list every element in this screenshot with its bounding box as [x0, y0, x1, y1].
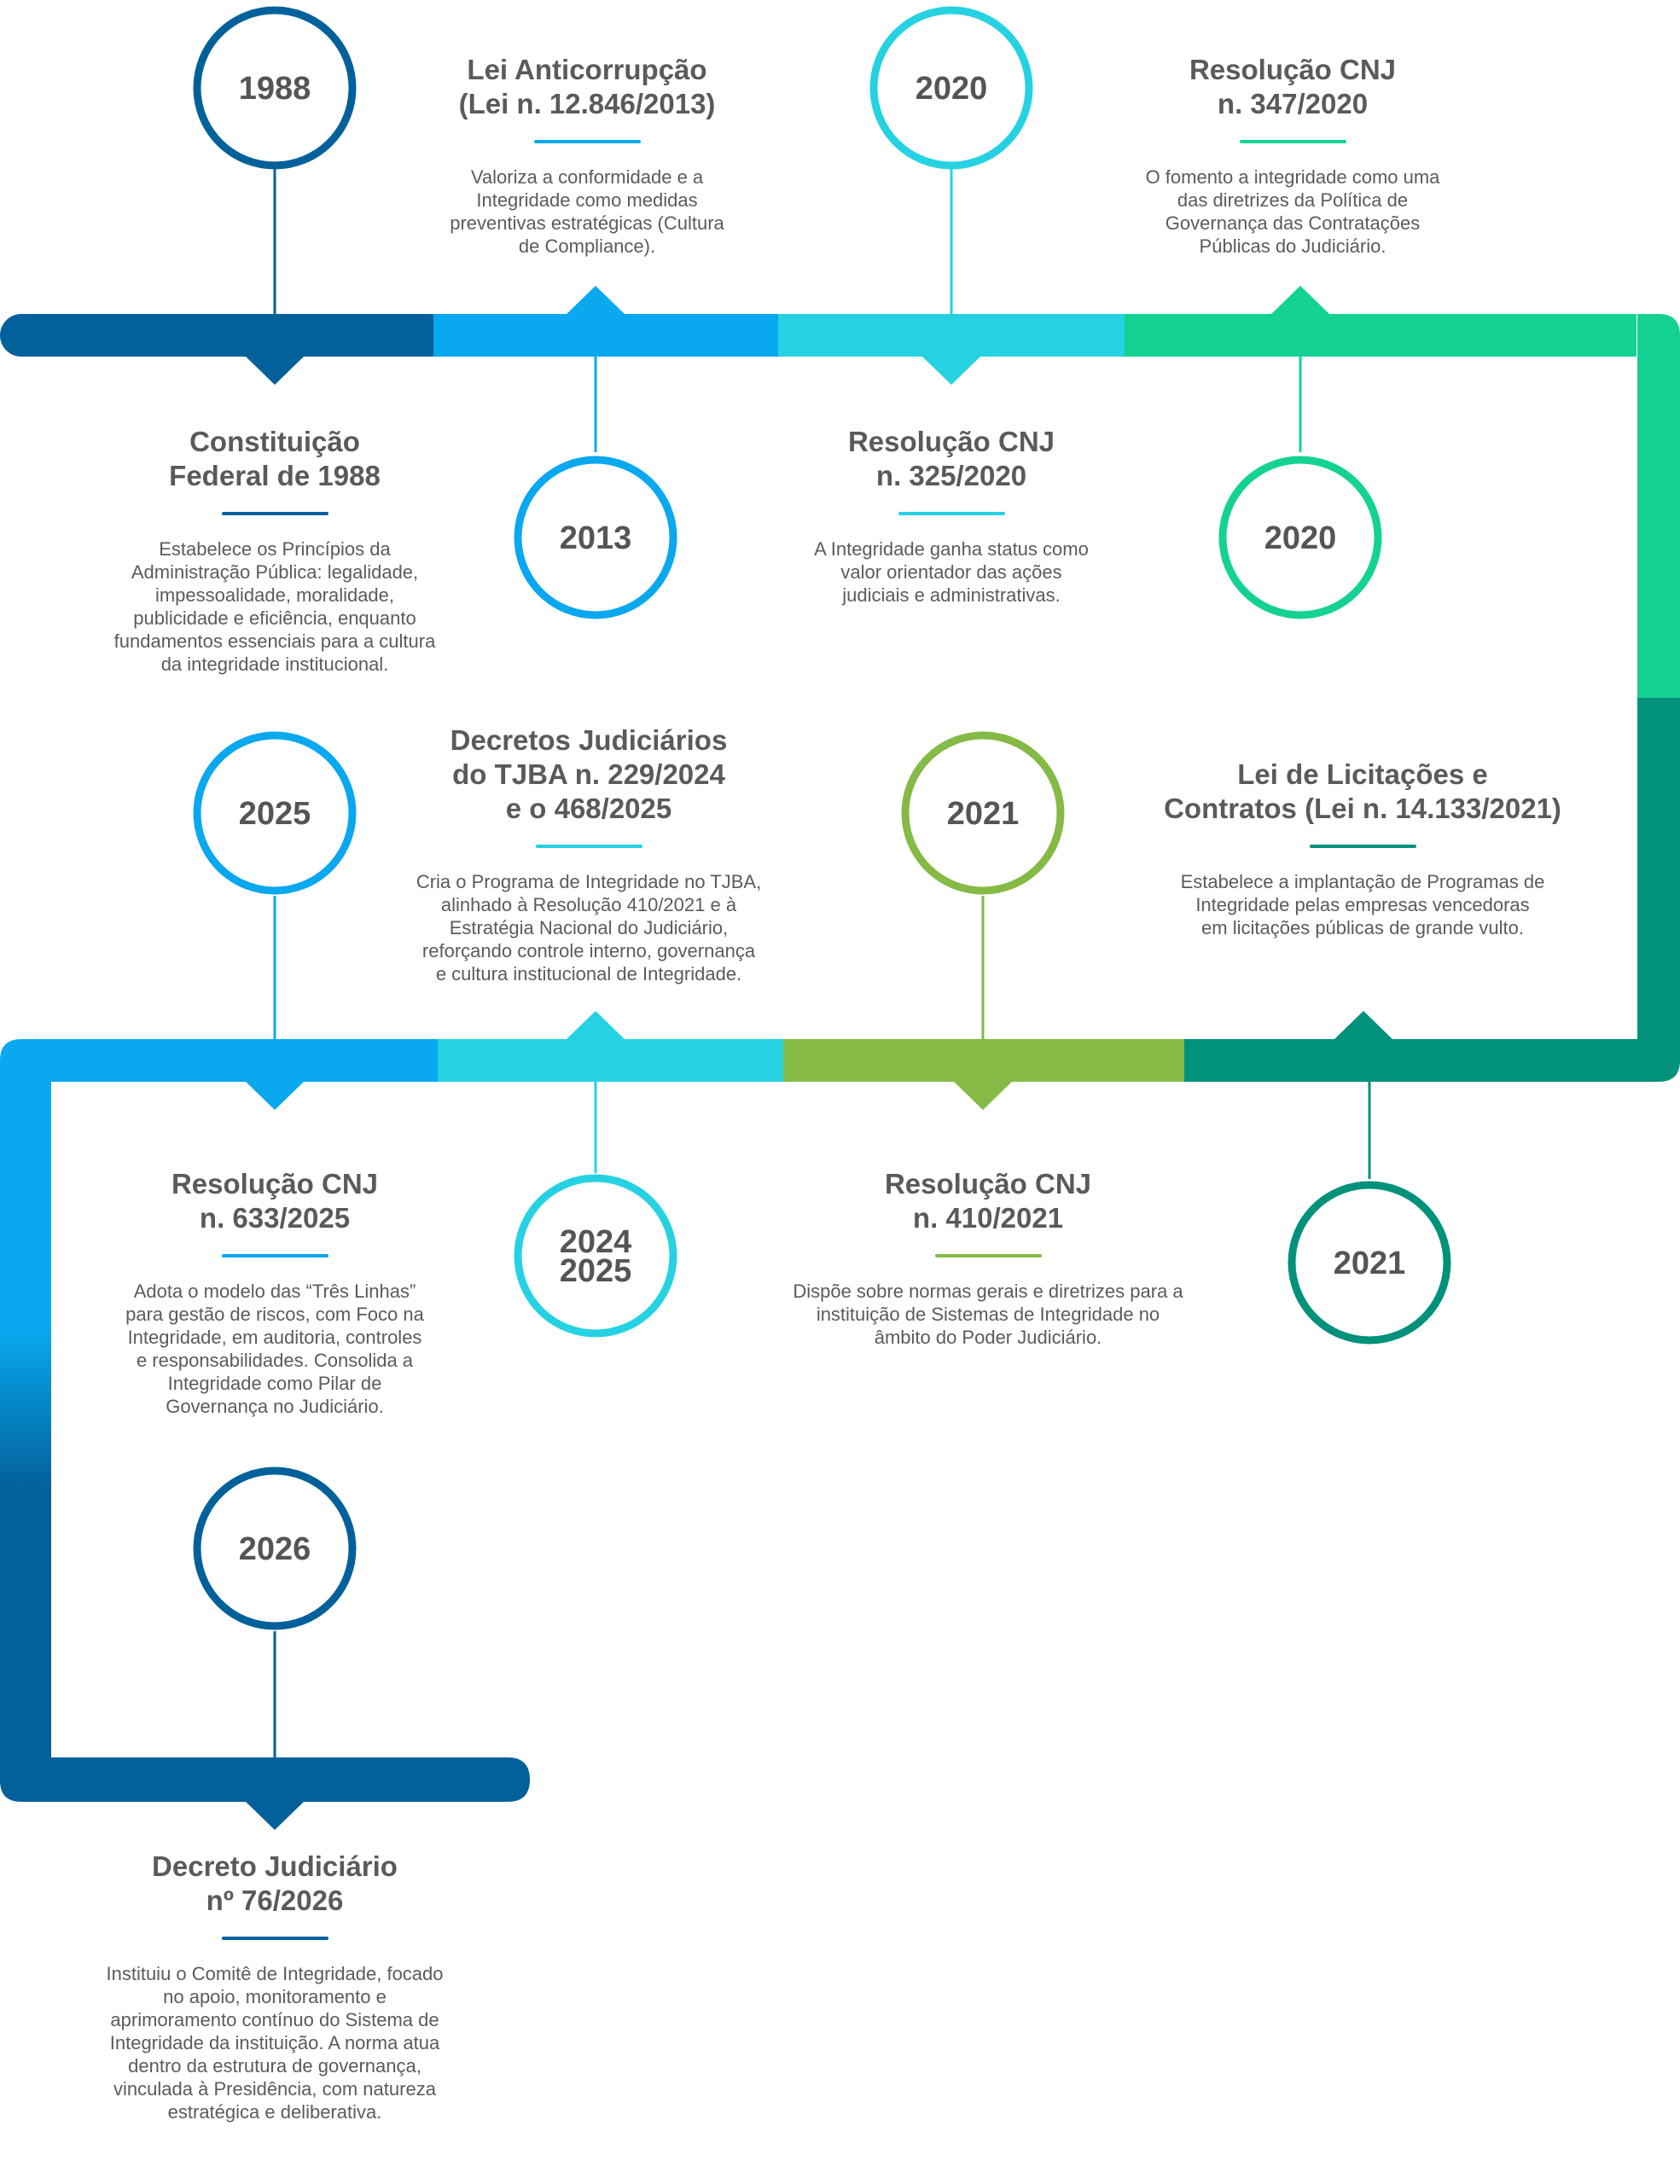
event-title-underline: [221, 512, 328, 515]
event-title-underline: [898, 512, 1005, 515]
year-label: 2021: [947, 796, 1020, 832]
year-node: 2025: [193, 731, 357, 895]
event-lei-anticorrupcao-2013: Lei Anticorrupção (Lei n. 12.846/2013) V…: [387, 53, 788, 258]
event-title: Resolução CNJ n. 325/2020: [847, 426, 1055, 491]
event-resolucao-633-2025: Resolução CNJ n. 633/2025 Adota o modelo…: [91, 1167, 458, 1418]
event-description: Estabelece a implantação de Programas de…: [1180, 871, 1545, 938]
event-resolucao-325-2020: Resolução CNJ n. 325/2020 A Integridade …: [751, 425, 1152, 607]
event-title-underline: [533, 140, 641, 143]
track-segment: [778, 1039, 1184, 1082]
year-label: 2026: [239, 1531, 311, 1567]
pointer-arrow: [245, 1801, 305, 1830]
event-resolucao-347-2020: Resolução CNJ n. 347/2020 O fomento a in…: [1092, 53, 1493, 258]
pointer-arrow: [953, 1081, 1013, 1110]
event-title: Lei Anticorrupção (Lei n. 12.846/2013): [458, 54, 716, 119]
track-segment: [1125, 314, 1636, 357]
event-description: O fomento a integridade como uma das dir…: [1145, 166, 1440, 257]
event-description: Adota o modelo das “Três Linhas” para ge…: [125, 1281, 424, 1417]
track-segment: [433, 1039, 783, 1082]
year-node: 2026: [193, 1467, 357, 1630]
event-title: Lei de Licitações e Contratos (Lei n. 14…: [1164, 758, 1561, 824]
year-label: 2020: [1264, 520, 1337, 556]
event-description: Cria o Programa de Integridade no TJBA, …: [416, 871, 762, 985]
event-title-underline: [221, 1254, 328, 1258]
track-segment: [433, 314, 783, 357]
event-title-underline: [1239, 140, 1346, 143]
event-decretos-tjba-2024-2025: Decretos Judiciários do TJBA n. 229/2024…: [380, 723, 798, 985]
year-label: 2013: [560, 520, 632, 556]
year-circle: [514, 1174, 677, 1338]
pointer-arrow: [566, 286, 625, 315]
year-node: 1988: [193, 6, 357, 170]
year-circle: [869, 6, 1033, 170]
year-node: 2020: [1218, 456, 1382, 619]
event-description: A Integridade ganha status como valor or…: [814, 538, 1089, 606]
pointer-arrow: [921, 356, 981, 385]
event-title: Constituição Federal de 1988: [169, 426, 381, 491]
track-segment: [21, 1039, 438, 1082]
track-corner: [1604, 698, 1680, 1082]
year-circle: [1218, 456, 1382, 619]
year-circle: [193, 731, 357, 895]
year-label: 2024: [560, 1224, 632, 1260]
event-title: Resolução CNJ n. 410/2021: [884, 1168, 1092, 1234]
pointer-arrow: [566, 1011, 625, 1040]
event-description: Valoriza a conformidade e a Integridade …: [450, 166, 724, 257]
event-title: Resolução CNJ n. 347/2020: [1189, 54, 1397, 119]
year-node: 2021: [1288, 1181, 1451, 1345]
event-title-underline: [221, 1937, 328, 1940]
event-resolucao-410-2021: Resolução CNJ n. 410/2021 Dispõe sobre n…: [766, 1167, 1210, 1349]
year-node: 2021: [901, 731, 1065, 895]
year-node: 2013: [514, 456, 677, 619]
event-decreto-76-2026: Decreto Judiciário nº 76/2026 Instituiu …: [74, 1850, 475, 2123]
event-description: Dispõe sobre normas gerais e diretrizes …: [793, 1281, 1183, 1348]
event-lei-licitacoes-2021: Lei de Licitações e Contratos (Lei n. 14…: [1132, 758, 1593, 939]
event-constituicao-1988: Constituição Federal de 1988 Estabelece …: [74, 425, 475, 676]
event-title-underline: [934, 1254, 1042, 1258]
pointer-arrow: [245, 1081, 305, 1110]
track-corner: [1604, 314, 1680, 700]
year-label: 2025: [560, 1253, 632, 1289]
track-segment: [778, 314, 1128, 357]
year-circle: [901, 731, 1065, 895]
track-corner: [0, 1039, 51, 1764]
track-segment: [1181, 1039, 1642, 1082]
pointer-arrow: [245, 356, 305, 385]
year-label: 2025: [239, 796, 311, 832]
year-label: 2020: [916, 71, 988, 107]
pointer-arrow: [1334, 1011, 1393, 1040]
pointer-arrow: [1270, 286, 1330, 315]
year-circle: [193, 1467, 357, 1630]
year-label: 1988: [239, 71, 311, 107]
event-title: Resolução CNJ n. 633/2025: [171, 1168, 379, 1234]
year-circle: [514, 456, 677, 619]
event-title: Decreto Judiciário nº 76/2026: [152, 1850, 398, 1916]
year-circle: [193, 6, 357, 170]
event-title-underline: [535, 845, 642, 848]
event-title-underline: [1309, 845, 1416, 848]
event-description: Estabelece os Princípios da Administraçã…: [113, 538, 436, 675]
track-segment: [0, 314, 452, 357]
year-circle: [1288, 1181, 1451, 1345]
year-node: 2020: [869, 6, 1033, 170]
year-label: 2021: [1334, 1246, 1406, 1281]
event-title: Decretos Judiciários do TJBA n. 229/2024…: [450, 724, 728, 824]
track-segment: [0, 1757, 530, 1802]
event-description: Instituiu o Comitê de Integridade, focad…: [106, 1963, 444, 2123]
